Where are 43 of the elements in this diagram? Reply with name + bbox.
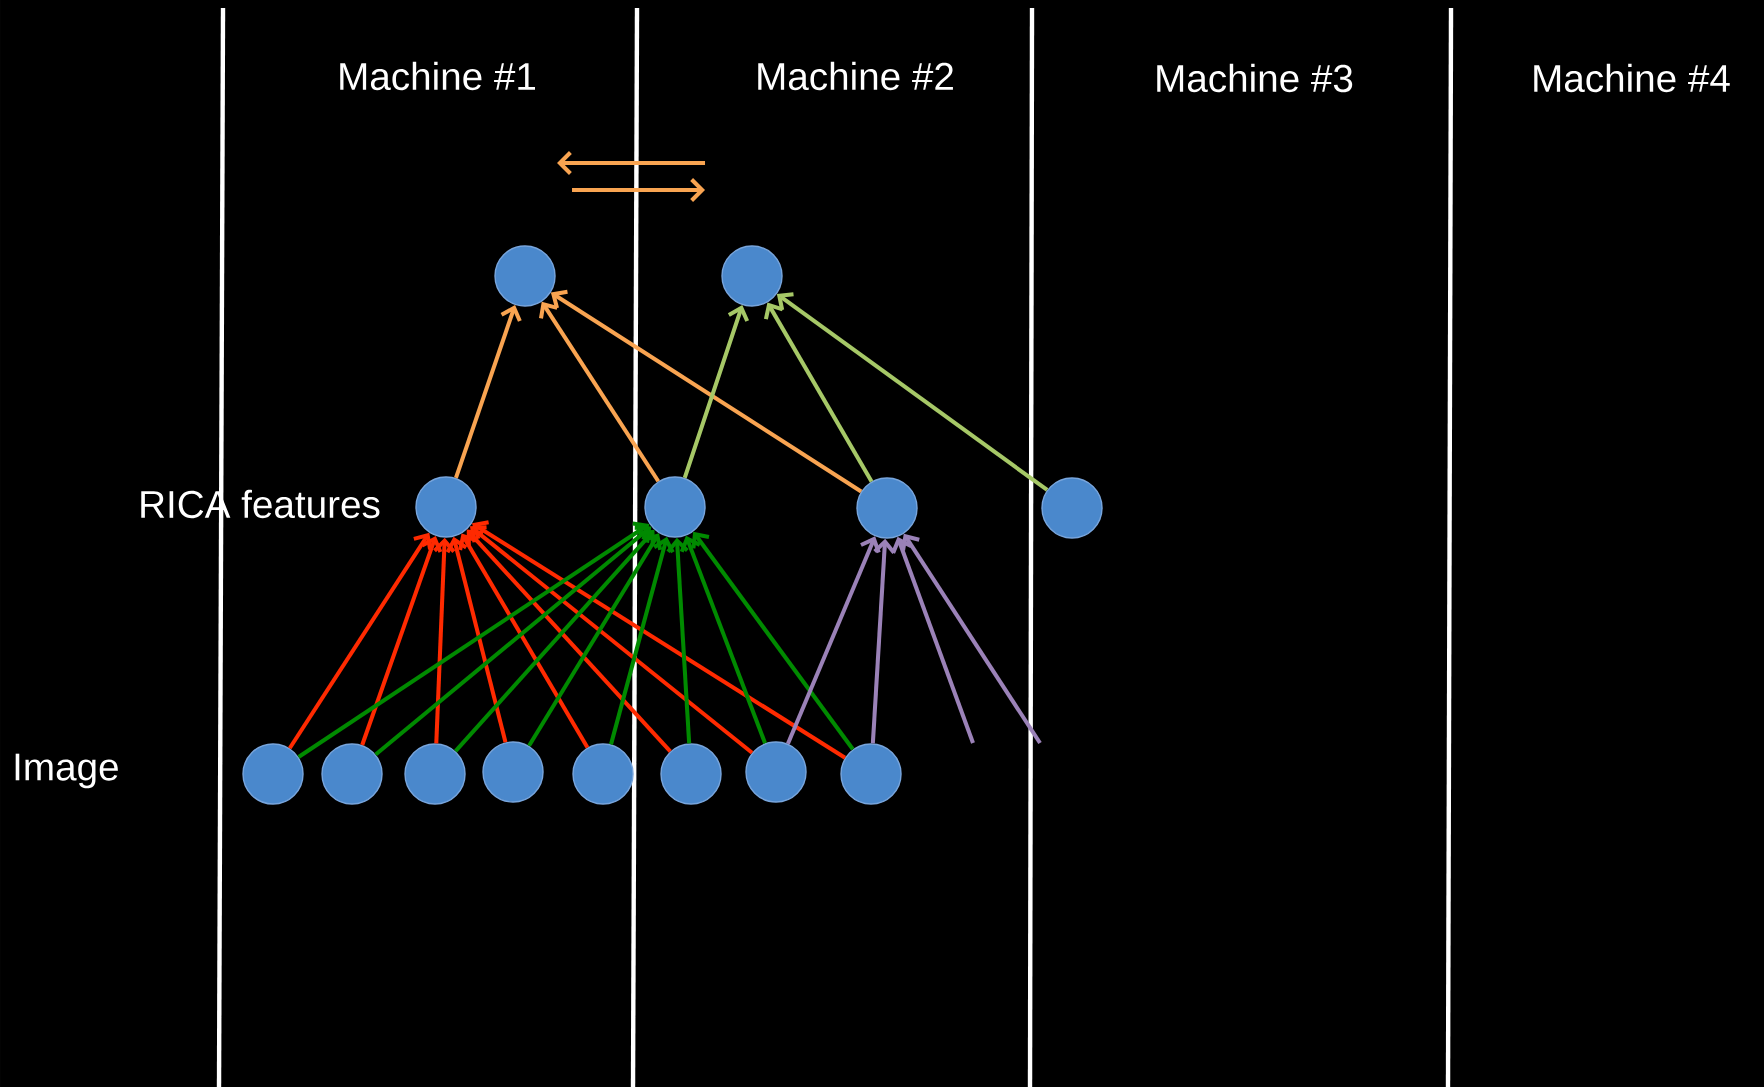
arrow <box>360 535 443 746</box>
circle-node <box>721 245 783 307</box>
arrow <box>288 532 433 750</box>
column-heading: Machine #2 <box>758 61 953 91</box>
circle-node <box>404 743 466 805</box>
arrow <box>691 531 855 751</box>
arrow <box>776 292 1049 492</box>
arrow <box>454 305 522 479</box>
circle-node <box>242 743 304 805</box>
arrow <box>682 305 750 479</box>
circle-node <box>415 476 477 538</box>
circle-node <box>660 743 722 805</box>
arrow <box>433 537 456 744</box>
arrow <box>297 521 650 759</box>
arrow <box>786 536 881 745</box>
arrow <box>527 533 663 747</box>
column-heading: Machine #3 <box>1157 63 1353 93</box>
arrow <box>539 301 660 483</box>
arrow <box>458 533 590 749</box>
circle-node <box>840 743 902 805</box>
arrow <box>901 533 1042 745</box>
arrow <box>445 536 508 743</box>
circle-node <box>321 743 383 805</box>
arrow <box>763 302 874 483</box>
circle-node <box>644 476 706 538</box>
arrow <box>679 535 767 745</box>
arrow <box>666 537 692 744</box>
circle-node <box>572 743 634 805</box>
circle-node <box>482 741 544 803</box>
row-label: Image <box>15 753 118 789</box>
circle-node <box>745 741 807 803</box>
arrow <box>891 536 975 744</box>
column-heading: Machine #1 <box>340 61 535 91</box>
arrow <box>469 525 754 755</box>
arrow <box>609 536 675 745</box>
arrow <box>472 520 847 760</box>
arrow <box>870 538 896 744</box>
arrow <box>374 525 652 756</box>
circle-node <box>494 245 556 307</box>
circle-node <box>856 477 918 539</box>
column-heading: Machine #4 <box>1534 63 1730 93</box>
arrow <box>550 289 863 494</box>
circle-node <box>1041 477 1103 539</box>
